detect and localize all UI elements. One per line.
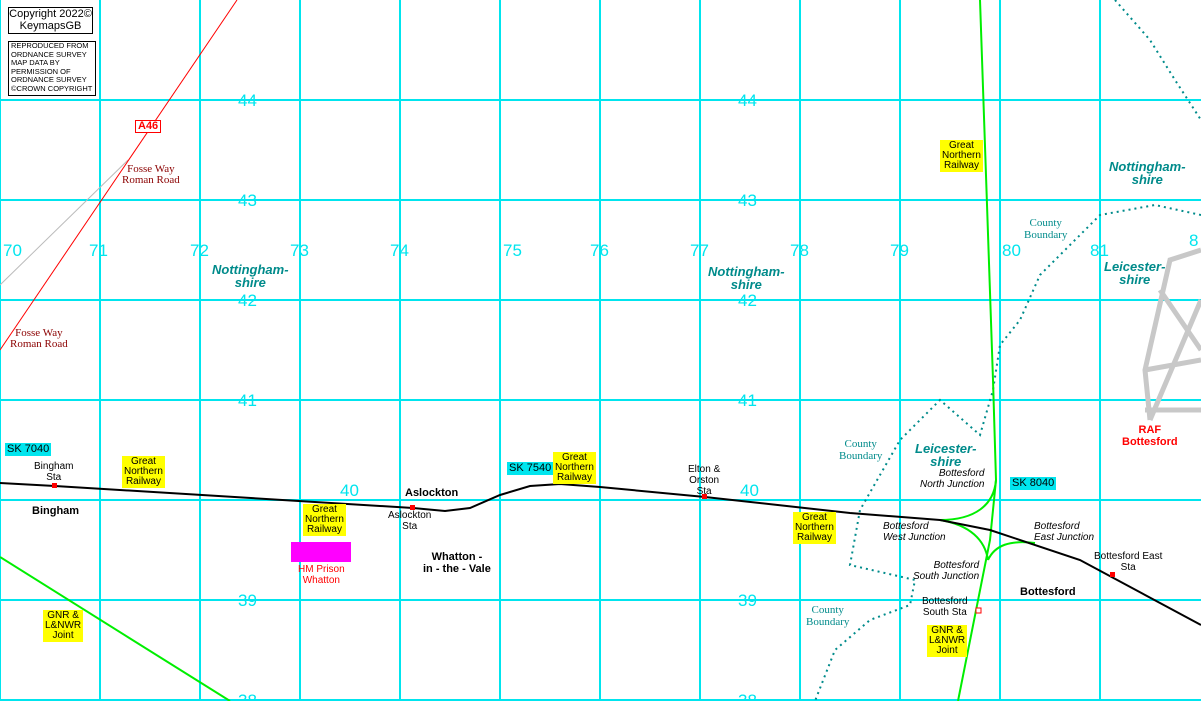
northing-label: 38: [238, 691, 257, 701]
county-boundary-label: County Boundary: [839, 438, 883, 462]
county-nottinghamshire: Nottingham- shire: [212, 262, 289, 290]
northing-label: 40: [340, 481, 359, 500]
gnr-label: Great Northern Railway: [793, 512, 836, 544]
easting-label: 73: [290, 241, 309, 260]
junction-south: Bottesford South Junction: [913, 560, 980, 582]
prison-label: HM Prison Whatton: [298, 564, 345, 586]
copyright-text: Copyright 2022©: [9, 8, 92, 20]
easting-label: 78: [790, 241, 809, 260]
northing-label: 42: [738, 291, 757, 310]
notice-line: ©CROWN COPYRIGHT: [11, 83, 93, 93]
grid-ref-label: SK 8040: [1010, 477, 1057, 490]
town-aslockton: Aslockton: [405, 487, 459, 499]
county-nottinghamshire: Nottingham- shire: [1109, 159, 1186, 187]
county-nottinghamshire: Nottingham- shire: [708, 264, 785, 292]
county-boundary-label: County Boundary: [806, 604, 850, 628]
easting-label: 76: [590, 241, 609, 260]
easting-label: 81: [1090, 241, 1109, 260]
junction-west: Bottesford West Junction: [883, 521, 946, 543]
station-aslockton: Aslockton Sta: [388, 510, 432, 532]
station-bottesford-south: Bottesford South Sta: [922, 596, 968, 618]
old-road: [0, 159, 129, 286]
town-bingham: Bingham: [32, 505, 80, 517]
railway-line: [0, 482, 1201, 626]
grid-ref-label: SK 7040: [5, 443, 52, 456]
gnr-label: Great Northern Railway: [122, 456, 165, 488]
county-boundary: [814, 0, 1201, 701]
town-bottesford: Bottesford: [1020, 586, 1076, 598]
copyright-box: Copyright 2022© KeymapsGB: [8, 7, 93, 34]
raf-runways: [1142, 247, 1201, 421]
town-whatton: Whatton - in - the - Vale: [423, 551, 491, 575]
northing-label: 44: [238, 91, 257, 110]
easting-label: 80: [1002, 241, 1021, 260]
county-leicestershire: Leicester- shire: [915, 441, 977, 469]
station-bottesford-east: Bottesford East Sta: [1094, 551, 1163, 573]
joint-line-label: GNR & L&NWR Joint: [43, 610, 84, 642]
raf-label: RAF Bottesford: [1122, 424, 1178, 448]
os-notice: REPRODUCED FROM ORDNANCE SURVEY MAP DATA…: [8, 41, 96, 96]
easting-label: 74: [390, 241, 409, 260]
junction-north: Bottesford North Junction: [920, 468, 985, 490]
a46-road-label: A46: [135, 120, 162, 133]
roman-road-label: Fosse Way Roman Road: [122, 163, 180, 186]
joint-line-label: GNR & L&NWR Joint: [927, 625, 968, 657]
roman-road-label: Fosse Way Roman Road: [10, 327, 68, 350]
northing-label: 43: [238, 191, 257, 210]
gnr-label: Great Northern Railway: [303, 504, 346, 536]
northing-label: 38: [738, 691, 757, 701]
notice-line: PERMISSION OF: [11, 66, 71, 76]
gnr-label: Great Northern Railway: [553, 452, 596, 484]
station-markers: [52, 483, 1115, 614]
junction-east: Bottesford East Junction: [1034, 521, 1095, 543]
prison-area: [291, 542, 351, 562]
a46-road: [0, 0, 238, 351]
copyright-brand: KeymapsGB: [19, 20, 82, 32]
notice-line: ORDNANCE SURVEY: [11, 49, 87, 59]
northing-label: 40: [740, 481, 759, 500]
easting-label: 71: [89, 241, 108, 260]
northing-label: 44: [738, 91, 757, 110]
notice-line: MAP DATA BY: [11, 58, 60, 67]
northing-label: 41: [738, 391, 757, 410]
northing-label: 42: [238, 291, 257, 310]
county-leicestershire: Leicester- shire: [1104, 259, 1166, 287]
northing-label: 43: [738, 191, 757, 210]
notice-line: REPRODUCED FROM: [11, 41, 89, 50]
easting-label: 77: [690, 241, 709, 260]
station-bingham: Bingham Sta: [34, 461, 74, 483]
northing-label: 39: [238, 591, 257, 610]
easting-label: 8: [1189, 231, 1199, 250]
notice-line: ORDNANCE SURVEY: [11, 75, 87, 84]
easting-label: 79: [890, 241, 909, 260]
county-boundary-label: County Boundary: [1024, 217, 1068, 241]
easting-label: 72: [190, 241, 209, 260]
station-elton-orston: Elton & Orston Sta: [688, 464, 721, 497]
northing-label: 41: [238, 391, 257, 410]
easting-label: 70: [3, 241, 22, 260]
gnr-lnwr-lines: [0, 0, 1036, 701]
northing-label: 39: [738, 591, 757, 610]
gnr-label: Great Northern Railway: [940, 140, 983, 172]
grid-ref-label: SK 7540: [507, 462, 554, 475]
easting-label: 75: [503, 241, 522, 260]
